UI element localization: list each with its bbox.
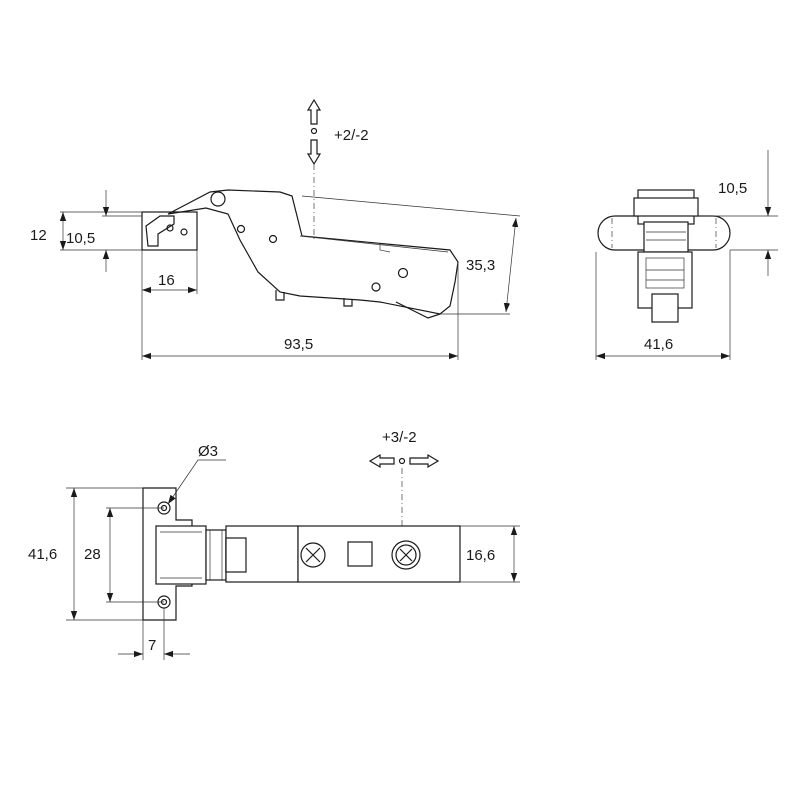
lateral-adjust-label: +3/-2 xyxy=(382,429,417,446)
dim-cup-label: 16 xyxy=(158,272,175,289)
side-view: +2/-2 12 xyxy=(30,98,521,360)
dim-hole-spacing-label: 28 xyxy=(84,546,101,563)
dim-length-label: 93,5 xyxy=(284,336,313,353)
front-view: 10,5 41,6 xyxy=(595,150,778,360)
dim-offset-label: 7 xyxy=(148,637,156,654)
vertical-adjust-arrow-icon xyxy=(306,98,322,166)
dim-height-label: 12 xyxy=(30,227,47,244)
hinge-front-body xyxy=(597,189,731,323)
dim-top-label: 10,5 xyxy=(718,180,747,197)
dim-arm-width-label: 16,6 xyxy=(466,547,495,564)
vertical-adjust-label: +2/-2 xyxy=(334,127,369,144)
hinge-side-body xyxy=(141,189,459,319)
dim-depth-label: 35,3 xyxy=(466,257,495,274)
dim-hole-label: Ø3 xyxy=(198,443,218,460)
top-view: +3/-2 xyxy=(28,429,520,660)
dim-inner-label: 10,5 xyxy=(66,230,95,247)
lateral-adjust-arrow-icon xyxy=(368,453,440,469)
dim-total-label: 41,6 xyxy=(28,546,57,563)
dim-width-label: 41,6 xyxy=(644,336,673,353)
hinge-top-body xyxy=(142,487,461,621)
